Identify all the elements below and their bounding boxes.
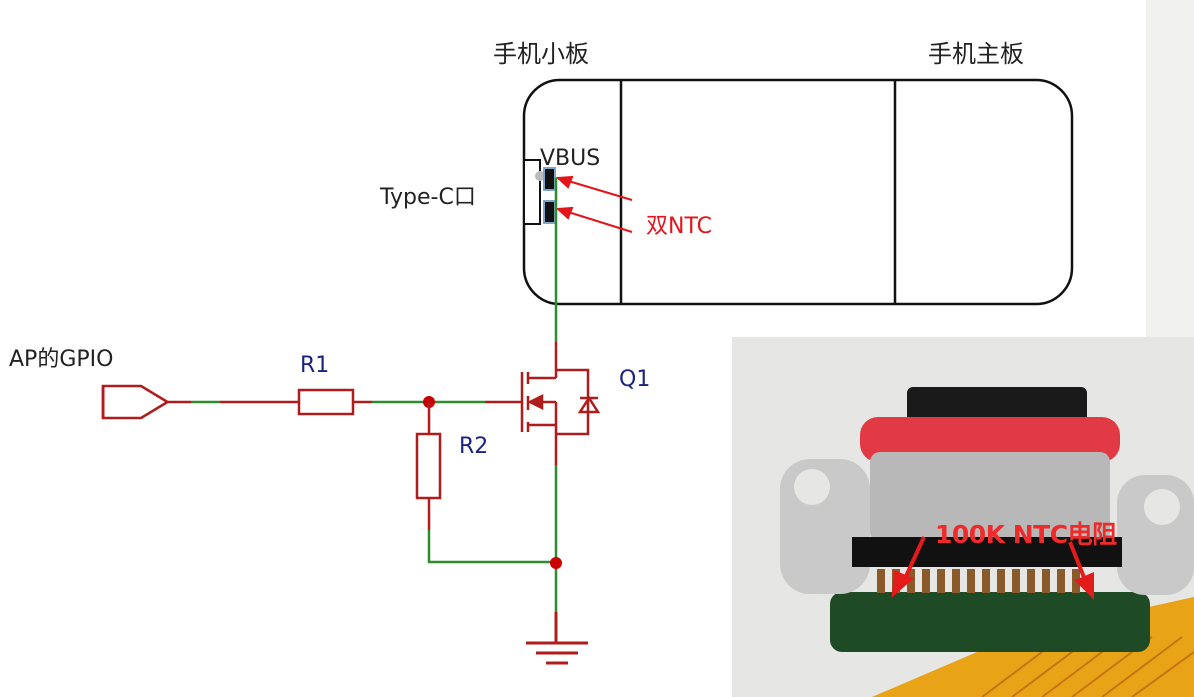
junction-ground (550, 557, 562, 569)
gpio-port-symbol (101, 384, 170, 420)
ntc-arrows (555, 175, 633, 233)
r2-ground-wire (427, 530, 556, 564)
vbus-label: VBUS (540, 146, 601, 171)
connector-illustration (732, 337, 1194, 697)
r2-label: R2 (459, 434, 489, 459)
ntc-resistor-1 (543, 167, 556, 191)
type-c-port-label: Type-C口 (380, 185, 476, 210)
r2-resistor (415, 432, 442, 500)
type-c-port-shape (523, 159, 541, 225)
small-board-label: 手机小板 (493, 40, 589, 68)
q1-label: Q1 (619, 367, 651, 392)
ntc-resistor-2 (543, 200, 556, 224)
type-c-connector-photo: 100K NTC电阻 (732, 337, 1194, 697)
ntc-photo-annotation: 100K NTC电阻 (935, 520, 1117, 549)
r1-resistor (297, 388, 355, 416)
main-board-label: 手机主板 (928, 40, 1024, 68)
vbus-pin (535, 171, 545, 181)
ground-icon (526, 612, 588, 665)
r1-label: R1 (300, 353, 330, 378)
q1-mosfet (520, 342, 601, 465)
dual-ntc-label: 双NTC (646, 214, 712, 239)
ap-gpio-label: AP的GPIO (9, 347, 114, 372)
